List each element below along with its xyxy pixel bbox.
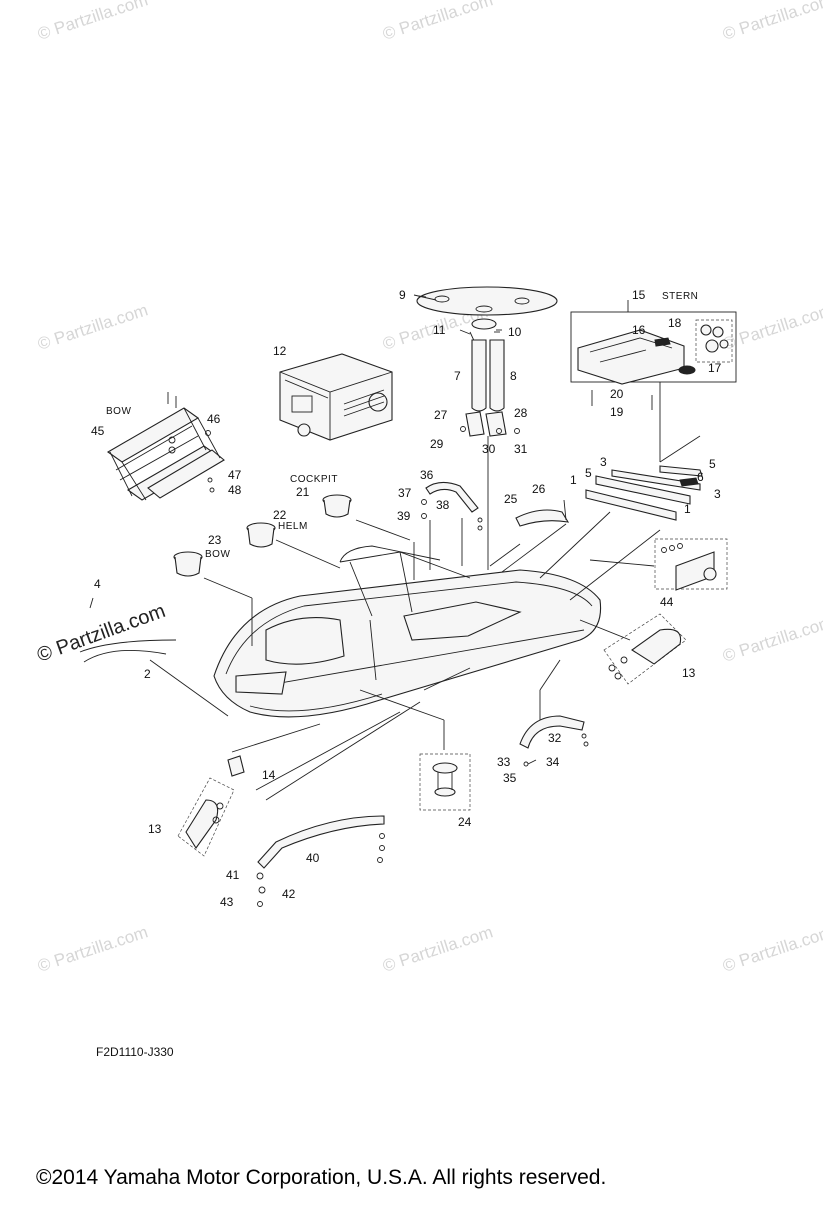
callout-3: 3 [600,455,607,469]
part-27-28-brackets [460,411,520,437]
tag-helm: HELM [278,521,308,532]
callout-14: 14 [262,768,276,782]
callout-30: 30 [482,442,496,456]
callout-15: 15 [632,288,646,302]
part-32-rail [519,715,589,767]
drawing-code: F2D1110-J330 [96,1045,174,1059]
callout-12: 12 [273,344,287,358]
watermark: © Partzilla.com [720,612,823,665]
callout-10: 10 [508,325,522,339]
callout-7: 7 [454,369,461,383]
watermark: © Partzilla.com [380,922,495,975]
part-2-4-cable [79,597,177,663]
part-13-right-cleat [603,613,687,685]
part-44-speaker [654,538,728,591]
part-9-top-cover [416,286,558,316]
callout-1: 1 [684,502,691,516]
watermark: © Partzilla.com [35,922,150,975]
callout-41: 41 [226,868,240,882]
callout-13: 13 [148,822,162,836]
callout-36: 36 [420,468,434,482]
callout-26: 26 [532,482,546,496]
callout-42: 42 [282,887,296,901]
callout-3: 3 [714,487,721,501]
part-7-8-tower-legs [471,339,505,412]
callout-31: 31 [514,442,528,456]
callout-19: 19 [610,405,624,419]
callout-20: 20 [610,387,624,401]
callout-4: 4 [94,577,101,591]
callout-24: 24 [458,815,472,829]
callout-5: 5 [585,466,592,480]
location-tags: BOW STERN COCKPIT HELM BOW [106,291,698,560]
callout-1: 1 [570,473,577,487]
callout-9: 9 [399,288,406,302]
leader-lines [149,294,701,801]
callout-33: 33 [497,755,511,769]
watermark: © Partzilla.com [720,0,823,44]
part-24-fitting [419,753,471,811]
callout-16: 16 [632,323,646,337]
callout-39: 39 [397,509,411,523]
callout-38: 38 [436,498,450,512]
callout-47: 47 [228,468,242,482]
callout-32: 32 [548,731,562,745]
tag-bow-ladder: BOW [106,406,131,417]
watermark: © Partzilla.com [35,0,150,44]
callout-29: 29 [430,437,444,451]
callout-37: 37 [398,486,412,500]
callout-34: 34 [546,755,560,769]
callout-45: 45 [91,424,105,438]
callout-35: 35 [503,771,517,785]
callout-44: 44 [660,595,674,609]
part-36-grab-rail [421,481,483,531]
tag-bow-cupholder: BOW [205,549,230,560]
part-45-bow-ladder [106,392,225,501]
callout-8: 8 [510,369,517,383]
callout-6: 6 [697,470,704,484]
callout-40: 40 [306,851,320,865]
watermark-prominent: © Partzilla.com [34,600,168,667]
callout-13: 13 [682,666,696,680]
callout-43: 43 [220,895,234,909]
tag-stern: STERN [662,291,698,302]
callout-25: 25 [504,492,518,506]
callout-21: 21 [296,485,310,499]
callout-28: 28 [514,406,528,420]
watermark: © Partzilla.com [720,922,823,975]
callout-48: 48 [228,483,242,497]
watermark: © Partzilla.com [380,0,495,44]
callout-27: 27 [434,408,448,422]
part-25-26-grab-handle [515,499,570,527]
cupholders [173,494,352,577]
callout-11: 11 [433,323,446,337]
part-13-14-left-cleat [177,755,245,857]
watermark: © Partzilla.com [35,300,150,353]
callout-labels: 9 11 10 7 8 27 28 29 30 31 12 15 16 18 1… [91,288,722,909]
callout-46: 46 [207,412,221,426]
part-1-3-5-6-rails [585,465,703,521]
callout-2: 2 [144,667,151,681]
callout-23: 23 [208,533,222,547]
part-12-cooler [279,353,393,441]
tag-cockpit: COCKPIT [290,474,338,485]
part-15-stern-assembly [570,311,737,462]
callout-22: 22 [273,508,287,522]
callout-5: 5 [709,457,716,471]
part-40-long-rail [256,815,385,907]
copyright-notice: ©2014 Yamaha Motor Corporation, U.S.A. A… [36,1166,607,1189]
callout-18: 18 [668,316,682,330]
callout-17: 17 [708,361,722,375]
boat-hull [213,545,602,718]
